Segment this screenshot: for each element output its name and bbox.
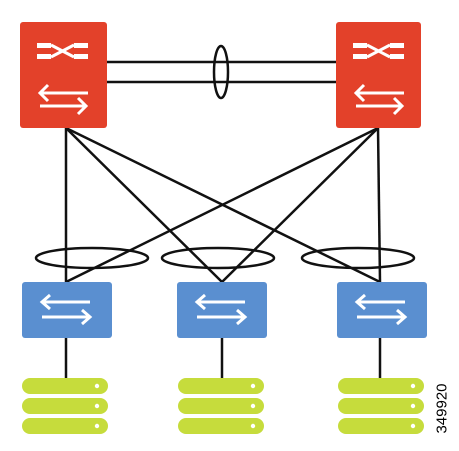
server-unit bbox=[338, 418, 424, 434]
switch-icon bbox=[354, 293, 408, 326]
server-unit bbox=[22, 418, 108, 434]
router-icon bbox=[353, 43, 404, 59]
router-icon bbox=[37, 43, 88, 59]
server-unit bbox=[338, 378, 424, 394]
server-stack-1 bbox=[22, 378, 108, 434]
port-channel-ellipse-3 bbox=[300, 246, 416, 270]
switch-icon bbox=[39, 293, 93, 326]
switch-icon bbox=[37, 83, 89, 116]
server-unit bbox=[22, 398, 108, 414]
port-channel-ellipses bbox=[34, 246, 416, 270]
server-stack-2 bbox=[178, 378, 264, 434]
core-interconnect bbox=[107, 60, 338, 84]
server-unit bbox=[22, 378, 108, 394]
server-unit bbox=[178, 398, 264, 414]
port-channel-ellipse-1 bbox=[34, 246, 150, 270]
access-switch-2 bbox=[177, 282, 267, 338]
server-stack-3 bbox=[338, 378, 424, 434]
access-switch-1 bbox=[22, 282, 112, 338]
switch-icon bbox=[353, 83, 405, 116]
server-unit bbox=[178, 378, 264, 394]
figure-id: 349920 bbox=[432, 378, 452, 438]
core-link-bundle-ellipse bbox=[212, 44, 230, 100]
uplink-lines bbox=[64, 126, 382, 284]
core-switch-right bbox=[336, 22, 421, 128]
server-links bbox=[64, 336, 382, 378]
server-unit bbox=[178, 418, 264, 434]
core-switch-left bbox=[20, 22, 107, 128]
figure-id-label: 349920 bbox=[433, 382, 451, 434]
server-unit bbox=[338, 398, 424, 414]
access-switch-3 bbox=[337, 282, 427, 338]
port-channel-ellipse-2 bbox=[160, 246, 276, 270]
switch-icon bbox=[194, 293, 248, 326]
